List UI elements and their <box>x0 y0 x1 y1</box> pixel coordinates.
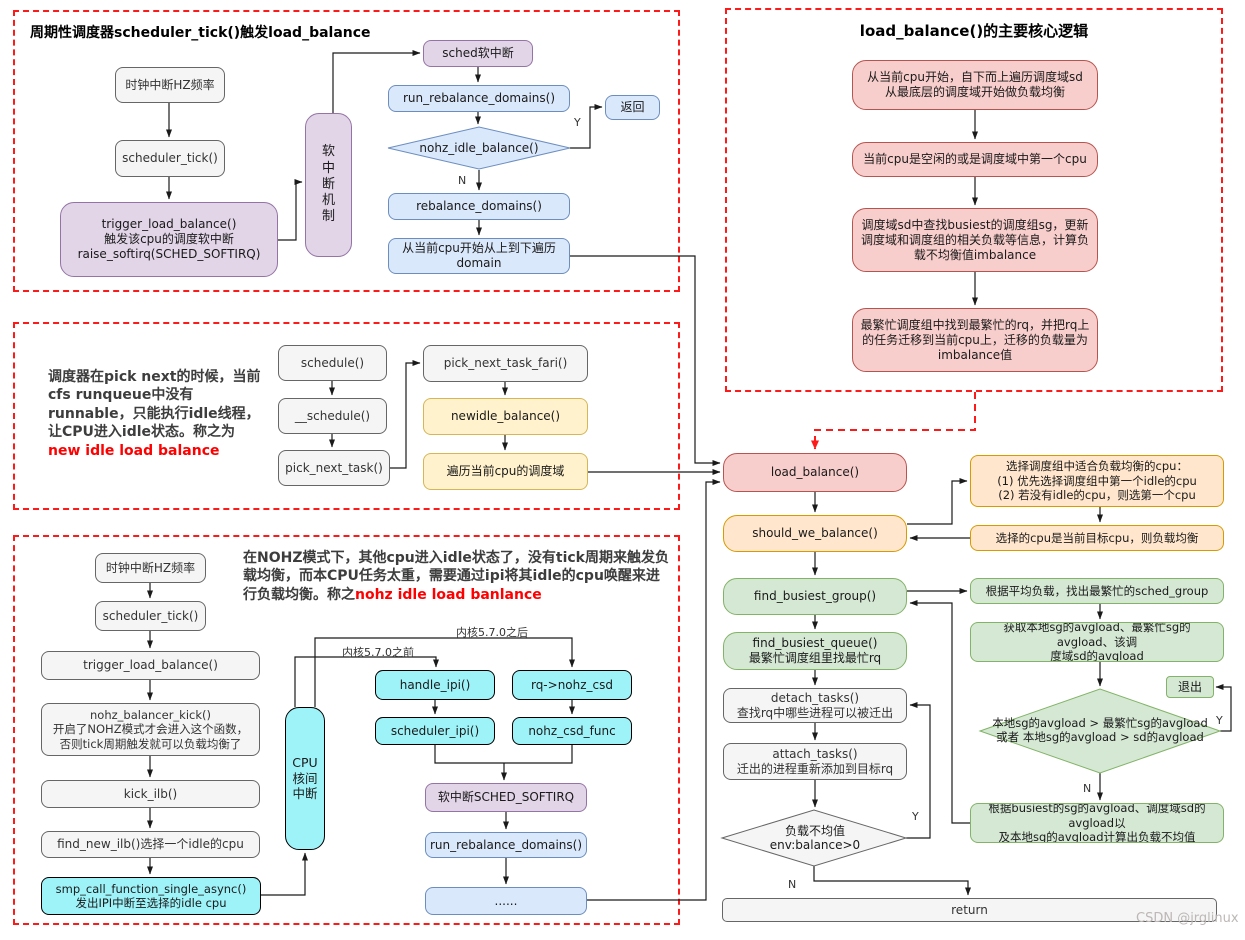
schedule-node: schedule() <box>278 345 387 381</box>
scheduler-tick-node: scheduler_tick() <box>115 140 225 177</box>
return-final-node: return <box>722 898 1217 922</box>
cpu-ipi-node: CPU 核间 中断 <box>285 707 325 850</box>
no-label-3: N <box>1083 782 1092 795</box>
no-label: N <box>458 174 467 187</box>
rebalance-domains-node: rebalance_domains() <box>388 193 570 220</box>
periodic-group-title: 周期性调度器scheduler_tick()触发load_balance <box>30 25 371 41</box>
group-new-idle <box>13 322 680 510</box>
trigger-load-balance-node: trigger_load_balance() 触发该cpu的调度软中断 rais… <box>60 202 278 277</box>
yes-label-2: Y <box>912 810 919 823</box>
get-avgload-note-node: 获取本地sg的avgload、最繁忙sg的avgload、该调 度域sd的avg… <box>970 622 1224 662</box>
new-idle-note-text: 调度器在pick next的时候，当前cfs runqueue中没有runnab… <box>48 369 261 441</box>
nohz-csd-func-node: nohz_csd_func <box>512 717 632 745</box>
imbalance-check-label: 负载不均值 env:balance>0 <box>769 823 861 852</box>
nohz-note: 在NOHZ模式下，其他cpu进入idle状态了，没有tick周期来触发负载均衡，… <box>243 549 671 604</box>
new-idle-note: 调度器在pick next的时候，当前cfs runqueue中没有runnab… <box>48 368 266 460</box>
kick-ilb-node: kick_ilb() <box>41 780 260 808</box>
kernel-before-label: 内核5.7.0之前 <box>342 646 414 659</box>
avgload-compare-label: 本地sg的avgload > 最繁忙sg的avgload 或者 本地sg的avg… <box>992 716 1208 744</box>
find-new-ilb-node: find_new_ilb()选择一个idle的cpu <box>41 831 260 858</box>
choose-cpu-note-node: 选择调度组中适合负载均衡的cpu： (1) 优先选择调度组中第一个idle的cp… <box>970 455 1224 507</box>
chosen-cpu-note-node: 选择的cpu是当前目标cpu，则负载均衡 <box>970 525 1224 551</box>
new-idle-note-highlight: new idle load balance <box>48 442 220 459</box>
pick-next-task-node: pick_next_task() <box>278 450 390 486</box>
traverse-domain-node: 从当前cpu开始从上到下遍历 domain <box>388 238 570 274</box>
core-step4-node: 最繁忙调度组中找到最繁忙的rq，并把rq上 的任务迁移到当前cpu上，迁移的负载… <box>852 308 1098 372</box>
exit-node: 退出 <box>1166 676 1214 698</box>
clock-interrupt-node: 时钟中断HZ频率 <box>115 67 225 103</box>
softirq-mechanism-node: 软 中 断 机 制 <box>305 113 352 257</box>
smp-call-node: smp_call_function_single_async() 发出IPI中断… <box>41 877 261 915</box>
nohz-note-text: 在NOHZ模式下，其他cpu进入idle状态了，没有tick周期来触发负载均衡，… <box>243 550 669 603</box>
return-node: 返回 <box>605 95 660 120</box>
scheduler-ipi-node: scheduler_ipi() <box>375 717 495 745</box>
watermark: CSDN @jrglinux <box>1136 911 1239 926</box>
core-step2-node: 当前cpu是空闲的或是调度域中第一个cpu <box>852 142 1098 177</box>
nohz-scheduler-tick-node: scheduler_tick() <box>95 601 206 631</box>
rq-nohz-csd-node: rq->nohz_csd <box>512 670 632 700</box>
kernel-after-label: 内核5.7.0之后 <box>456 626 528 639</box>
imbalance-check-diamond <box>720 809 908 867</box>
nohz-note-highlight: nohz idle load banlance <box>355 586 542 603</box>
handle-ipi-node: handle_ipi() <box>375 670 495 700</box>
core-step1-node: 从当前cpu开始，自下而上遍历调度域sd 从最底层的调度域开始做负载均衡 <box>852 60 1098 110</box>
yes-label-3: Y <box>1216 714 1223 727</box>
sched-softirq-node: sched软中断 <box>423 40 533 67</box>
find-group-note-node: 根据平均负载，找出最繁忙的sched_group <box>970 578 1224 604</box>
calc-imbalance-note-node: 根据busiest的sg的avgload、调度域sd的avgload以 及本地s… <box>970 803 1224 843</box>
core-step3-node: 调度域sd中查找busiest的调度组sg，更新 调度域和调度组的相关负载等信息… <box>852 208 1098 272</box>
avgload-compare-diamond <box>978 688 1222 774</box>
traverse-cpu-domain-node: 遍历当前cpu的调度域 <box>423 453 588 490</box>
should-we-balance-node: should_we_balance() <box>723 515 907 552</box>
no-label-2: N <box>788 878 797 891</box>
load-balance-node: load_balance() <box>723 453 907 492</box>
core-logic-title: load_balance()的主要核心逻辑 <box>859 22 1089 40</box>
core-logic-to-load-balance-connector <box>811 392 976 450</box>
yes-label: Y <box>574 116 581 129</box>
newidle-balance-node: newidle_balance() <box>423 398 588 435</box>
group-core-logic <box>725 8 1223 392</box>
sched-softirq-node-2: 软中断SCHED_SOFTIRQ <box>425 783 587 812</box>
run-rebalance-domains-node: run_rebalance_domains() <box>388 85 570 112</box>
group-nohz-idle <box>13 535 680 925</box>
run-rebalance-domains-node-2: run_rebalance_domains() <box>425 832 587 858</box>
nohz-clock-node: 时钟中断HZ频率 <box>95 553 206 583</box>
underscore-schedule-node: __schedule() <box>278 398 387 434</box>
pick-next-task-fari-node: pick_next_task_fari() <box>423 345 588 382</box>
detach-tasks-node: detach_tasks() 查找rq中哪些进程可以被迁出 <box>723 688 907 723</box>
find-busiest-group-node: find_busiest_group() <box>723 578 907 615</box>
nohz-idle-balance-label: nohz_idle_balance() <box>419 140 539 155</box>
group-periodic-tick <box>13 10 680 292</box>
attach-tasks-node: attach_tasks() 迁出的进程重新添加到目标rq <box>723 743 907 780</box>
find-busiest-queue-node: find_busiest_queue() 最繁忙调度组里找最忙rq <box>723 632 907 670</box>
nohz-idle-balance-diamond <box>387 126 571 170</box>
nohz-trigger-node: trigger_load_balance() <box>41 651 260 680</box>
nohz-balancer-kick-node: nohz_balancer_kick() 开启了NOHZ模式才会进入这个函数， … <box>41 703 260 756</box>
ellipsis-node: ...... <box>425 887 587 915</box>
